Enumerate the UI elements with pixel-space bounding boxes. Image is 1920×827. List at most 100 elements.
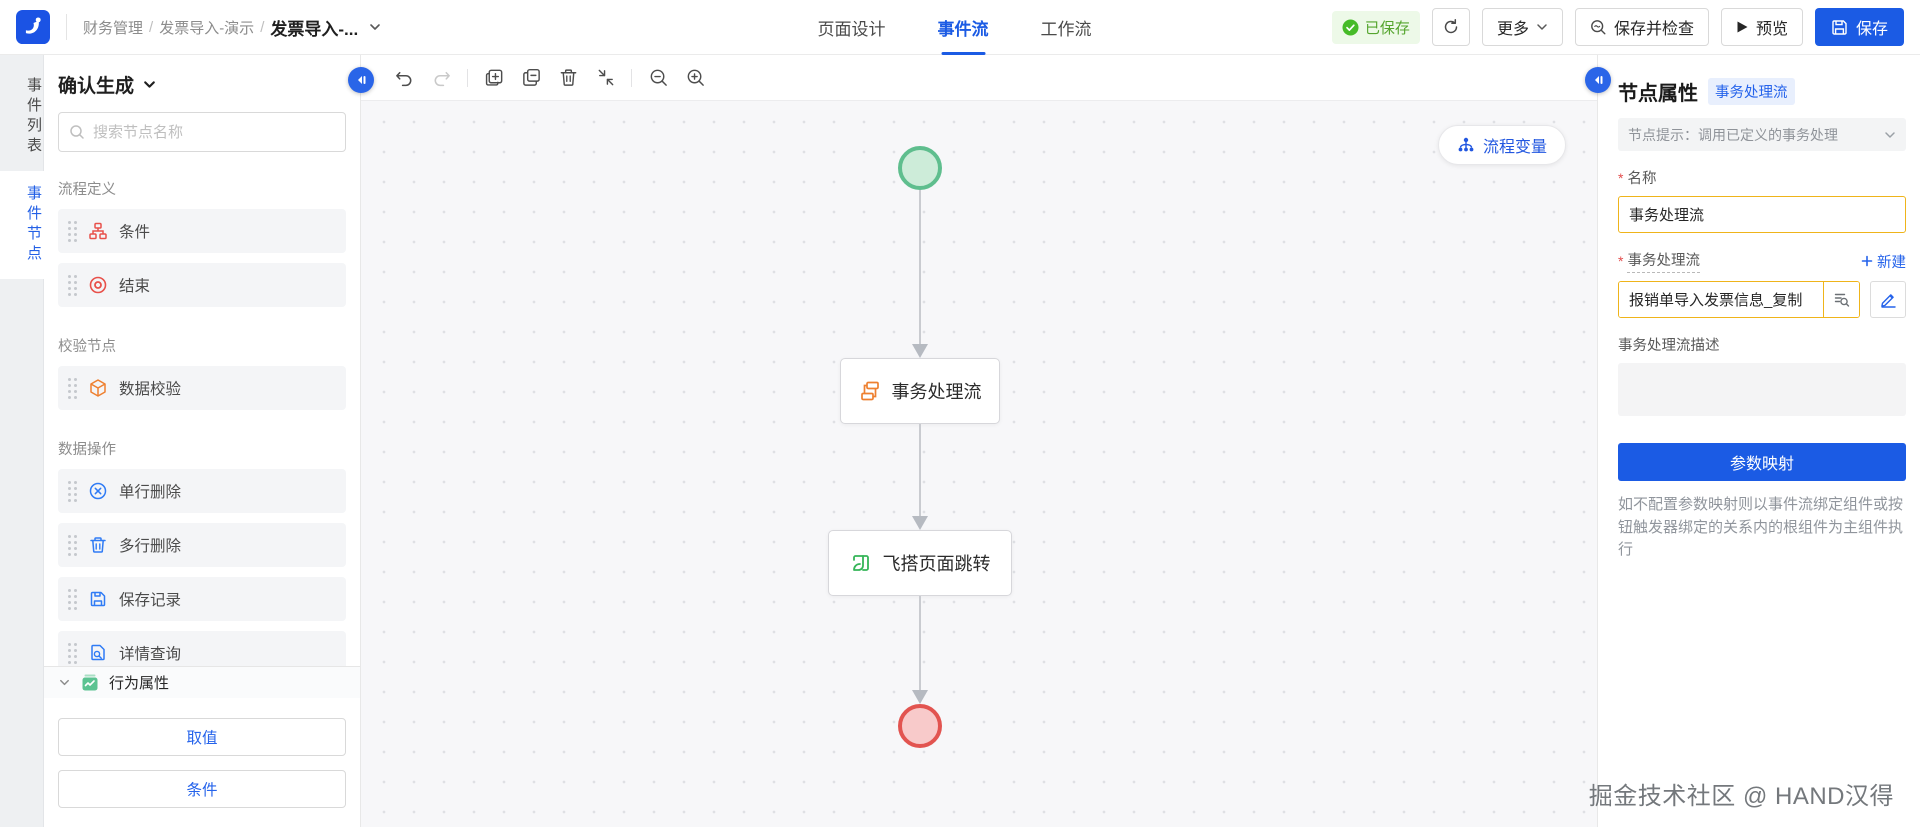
flow-canvas: 流程变量 事务处理流: [348, 55, 1597, 827]
palette-item-condition[interactable]: 条件: [58, 209, 346, 253]
end-node[interactable]: [898, 704, 942, 748]
node-properties-panel: 节点属性 事务处理流 节点提示：调用已定义的事务处理 名称 事务处理流: [1585, 55, 1920, 827]
flow-select-field[interactable]: [1618, 281, 1860, 318]
palette-item-save-record[interactable]: 保存记录: [58, 577, 346, 621]
chevron-down-icon[interactable]: [368, 20, 382, 34]
subprocess-icon: [859, 380, 881, 402]
condition-button[interactable]: 条件: [58, 770, 346, 808]
event-selector[interactable]: 确认生成: [44, 55, 360, 108]
flow-variables-button[interactable]: 流程变量: [1438, 125, 1567, 165]
doc-search-icon: [88, 643, 108, 663]
copy-icon[interactable]: [520, 67, 542, 89]
tab-page-design[interactable]: 页面设计: [817, 20, 886, 39]
param-mapping-help-text: 如不配置参数映射则以事件流绑定组件或按钮触发器绑定的关系内的根组件为主组件执行: [1618, 496, 1904, 558]
main-area: 事件列表 事件节点 确认生成 流程定义: [0, 55, 1920, 827]
search-check-icon: [1590, 19, 1607, 36]
top-header: 财务管理 / 发票导入-演示 / 发票导入-... 页面设计 事件流 工作流 已…: [0, 0, 1920, 55]
drag-handle-icon[interactable]: [68, 480, 77, 502]
palette-item-label: 条件: [119, 224, 151, 241]
name-field-label: 名称: [1618, 167, 1906, 188]
refresh-button[interactable]: [1431, 8, 1470, 46]
breadcrumb-separator: /: [260, 18, 265, 36]
breadcrumb-part[interactable]: 发票导入-演示: [159, 19, 255, 37]
section-label-validation-nodes: 校验节点: [58, 339, 116, 355]
feida-logo-icon[interactable]: [16, 10, 50, 44]
palette-item-label: 数据校验: [119, 381, 182, 398]
behavior-properties-toggle[interactable]: 行为属性: [44, 666, 360, 698]
save-and-check-label: 保存并检查: [1613, 21, 1694, 38]
breadcrumb[interactable]: 财务管理 / 发票导入-演示 / 发票导入-...: [83, 15, 382, 40]
param-mapping-button[interactable]: 参数映射: [1618, 443, 1906, 481]
section-label-data-operations: 数据操作: [58, 442, 116, 458]
rail-item-event-list[interactable]: 事件列表: [25, 77, 42, 157]
edit-flow-button[interactable]: [1870, 281, 1906, 318]
flow-select-input[interactable]: [1619, 282, 1823, 317]
list-search-icon[interactable]: [1823, 282, 1859, 317]
preview-button[interactable]: 预览: [1720, 8, 1803, 46]
drag-handle-icon[interactable]: [68, 274, 77, 296]
toolbar-divider: [467, 68, 468, 87]
flow-variables-label: 流程变量: [1483, 139, 1548, 156]
add-node-icon[interactable]: [483, 67, 505, 89]
name-field[interactable]: [1618, 196, 1906, 233]
drag-handle-icon[interactable]: [68, 534, 77, 556]
save-label: 保存: [1855, 21, 1888, 38]
tab-workflow[interactable]: 工作流: [1040, 20, 1092, 39]
sidebar-bottom-panel: 行为属性 取值 条件: [44, 666, 360, 827]
drag-handle-icon[interactable]: [68, 220, 77, 242]
section-label-flow-definition: 流程定义: [58, 182, 116, 198]
flow-edge-arrowhead: [912, 516, 928, 530]
create-new-link[interactable]: 新建: [1861, 251, 1906, 272]
description-input[interactable]: [1618, 363, 1906, 416]
search-icon: [69, 124, 85, 140]
save-button[interactable]: 保存: [1814, 8, 1904, 46]
start-node[interactable]: [898, 146, 942, 190]
floppy-icon: [1831, 19, 1848, 36]
fit-screen-icon[interactable]: [594, 67, 616, 89]
palette-item-end[interactable]: 结束: [58, 263, 346, 307]
undo-icon[interactable]: [393, 67, 415, 89]
breadcrumb-current[interactable]: 发票导入-...: [270, 19, 359, 39]
zoom-in-icon[interactable]: [684, 67, 706, 89]
preview-label: 预览: [1755, 21, 1788, 38]
node-hint-text: 节点提示：调用已定义的事务处理: [1628, 126, 1838, 143]
palette-item-label: 保存记录: [119, 592, 182, 609]
collapse-left-panel-icon[interactable]: [348, 67, 374, 93]
node-search-box[interactable]: [58, 112, 346, 152]
play-icon: [1736, 20, 1749, 34]
plus-icon: [1861, 255, 1873, 267]
palette-item-label: 结束: [119, 278, 151, 295]
tab-event-flow[interactable]: 事件流: [938, 0, 989, 55]
trash-icon: [88, 535, 108, 555]
drag-handle-icon[interactable]: [68, 642, 77, 664]
panel-title: 节点属性: [1618, 83, 1698, 105]
palette-item-label: 多行删除: [119, 538, 182, 555]
collapse-right-panel-icon[interactable]: [1585, 67, 1611, 93]
redo-icon[interactable]: [430, 67, 452, 89]
drag-handle-icon[interactable]: [68, 588, 77, 610]
header-divider: [66, 14, 67, 40]
description-field-label: 事务处理流描述: [1618, 338, 1720, 354]
palette-item-single-row-delete[interactable]: 单行删除: [58, 469, 346, 513]
node-page-jump[interactable]: 飞搭页面跳转: [828, 530, 1012, 596]
node-transaction-flow[interactable]: 事务处理流: [840, 358, 1000, 424]
toolbar-divider: [631, 68, 632, 87]
end-icon: [88, 275, 108, 295]
breadcrumb-separator: /: [149, 18, 154, 36]
more-button[interactable]: 更多: [1481, 8, 1563, 46]
breadcrumb-part[interactable]: 财务管理: [83, 19, 144, 37]
rail-item-event-nodes[interactable]: 事件节点: [0, 171, 44, 279]
palette-item-data-validation[interactable]: 数据校验: [58, 366, 346, 410]
drag-handle-icon[interactable]: [68, 377, 77, 399]
zoom-out-icon[interactable]: [647, 67, 669, 89]
palette-item-multi-row-delete[interactable]: 多行删除: [58, 523, 346, 567]
canvas-grid[interactable]: 流程变量 事务处理流: [361, 101, 1597, 827]
node-hint-select[interactable]: 节点提示：调用已定义的事务处理: [1618, 118, 1906, 151]
chevron-down-icon: [142, 77, 157, 92]
node-search-input[interactable]: [93, 123, 335, 141]
name-input[interactable]: [1629, 206, 1895, 223]
get-value-button[interactable]: 取值: [58, 718, 346, 756]
delete-icon[interactable]: [557, 67, 579, 89]
pencil-icon: [1880, 291, 1897, 308]
save-and-check-button[interactable]: 保存并检查: [1574, 8, 1709, 46]
